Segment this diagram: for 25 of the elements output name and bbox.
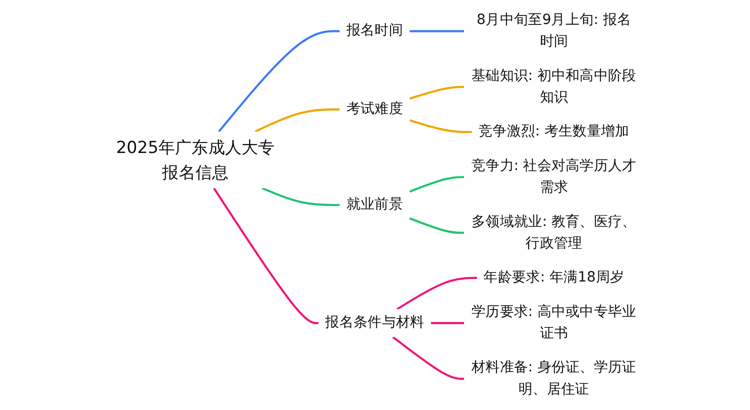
node-text: 2025年广东成人大专报名信息 — [116, 137, 276, 182]
node-text: 竞争激烈: 考生数量增加 — [478, 123, 630, 140]
connector — [410, 217, 464, 234]
node-text: 学历要求: 高中或中专毕业证书 — [472, 304, 637, 342]
node-text: 8月中旬至9月上旬: 报名时间 — [476, 12, 632, 50]
connector — [431, 322, 464, 324]
node-text: 报名时间 — [346, 22, 404, 39]
node-text: 材料准备: 身份证、学历证明、居住证 — [472, 359, 637, 398]
node-text: 竞争力: 社会对高学历人才需求 — [472, 158, 637, 196]
connector — [255, 108, 340, 133]
connector — [410, 86, 464, 100]
connector — [262, 187, 340, 206]
connector — [410, 176, 464, 193]
connector — [396, 276, 478, 310]
node-text: 报名条件与材料 — [326, 314, 424, 331]
node-text: 基础知识: 初中和高中阶段知识 — [472, 67, 637, 106]
node-text: 年龄要求: 年满18周岁 — [484, 269, 624, 286]
connector — [410, 119, 472, 134]
connector — [392, 336, 464, 380]
connector — [218, 30, 340, 132]
node-text: 就业前景 — [346, 196, 404, 213]
connector — [213, 188, 319, 324]
node-text: 考试难度 — [346, 100, 404, 118]
connector — [410, 30, 464, 32]
node-text: 多领域就业: 教育、医疗、行政管理 — [472, 213, 637, 252]
